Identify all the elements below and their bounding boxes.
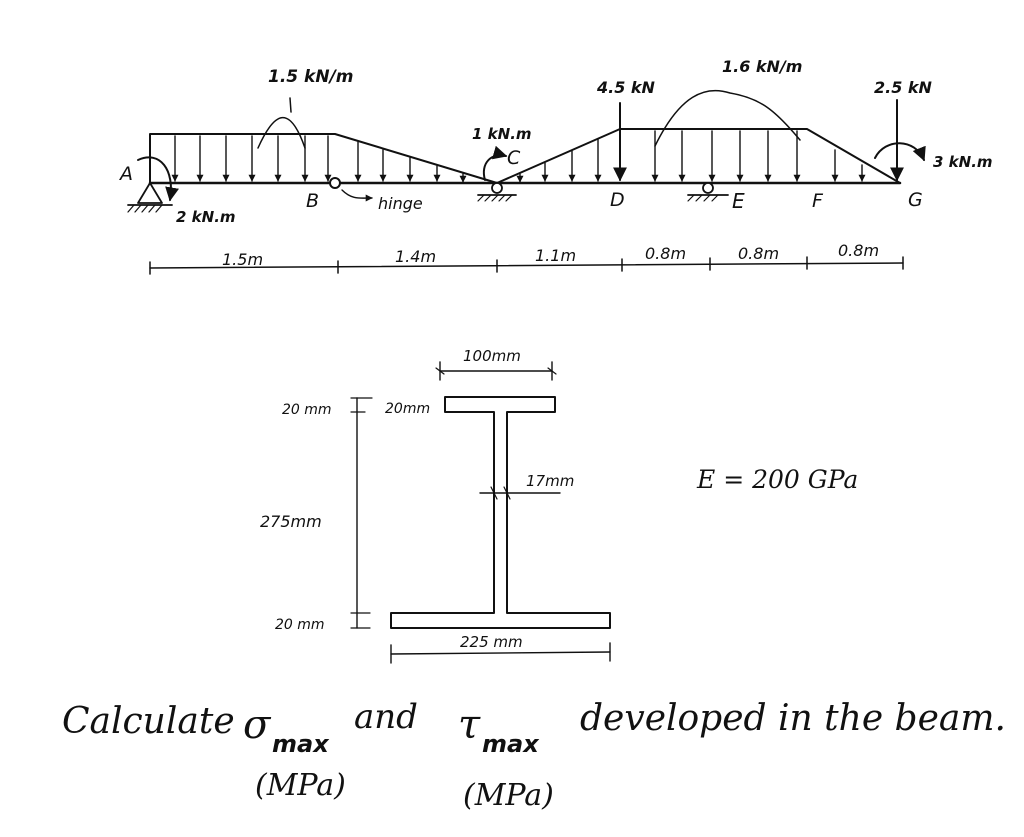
span-label-3: 1.1m: [535, 246, 576, 265]
span-label-2: 1.4m: [395, 247, 436, 266]
label-b: B: [306, 190, 319, 212]
i-section-outline: [390, 396, 611, 629]
top-flange-thk-right-label: 20mm: [385, 401, 430, 417]
moment-g-label: 3 kN.m: [933, 153, 993, 171]
question-sigma-symbol: σ: [243, 702, 272, 748]
support-c-roller: [477, 182, 517, 202]
support-e-roller: [687, 182, 729, 202]
moment-c-label: 1 kN.m: [472, 125, 532, 143]
moment-c-arrow: [482, 145, 508, 181]
load-callout-left-stem: [289, 97, 292, 113]
label-e: E: [732, 189, 745, 213]
label-g: G: [908, 189, 923, 211]
modulus-label: E = 200 GPa: [696, 465, 858, 494]
i-section-diagram: 100mm 20 mm 20mm 17mm 275mm 20 mm 225 mm: [260, 347, 611, 664]
unit-tau: (MPa): [463, 778, 554, 813]
question-sigma-subscript: max: [272, 730, 330, 758]
span-label-5: 0.8m: [738, 244, 779, 263]
label-d: D: [610, 189, 625, 211]
load-callout-left: [257, 116, 306, 149]
question-rest: developed in the beam.: [580, 698, 1006, 739]
moment-a-arrow: [137, 156, 179, 202]
distributed-load-left-arrows: [171, 135, 467, 183]
point-load-d-label: 4.5 kN: [596, 78, 656, 97]
distributed-load-right-outline: [496, 128, 901, 184]
bottom-width-label: 225 mm: [460, 633, 523, 651]
bottom-flange-thk-label: 20 mm: [275, 617, 325, 633]
beam-diagram: A B C D E F G 1.5 kN/m 1.6 kN/m 1 kN.m 4…: [118, 57, 993, 275]
label-a: A: [118, 163, 133, 185]
support-a-pin: [127, 182, 173, 213]
point-load-g-label: 2.5 kN: [874, 78, 933, 97]
span-label-4: 0.8m: [645, 244, 686, 263]
distributed-load-left-outline: [149, 133, 498, 184]
top-width-label: 100mm: [463, 347, 521, 365]
dim-bottom-width: [390, 651, 611, 655]
hinge-label: hinge: [378, 194, 423, 213]
load-callout-right: [654, 89, 801, 147]
dist-load-left-label: 1.5 kN/m: [268, 67, 354, 87]
distributed-load-right-arrows: [516, 130, 866, 183]
question-tau-subscript: max: [482, 730, 540, 758]
moment-a-label: 2 kN.m: [176, 208, 236, 226]
dist-load-right-label: 1.6 kN/m: [722, 57, 802, 76]
span-label-6: 0.8m: [838, 241, 879, 260]
web-height-label: 275mm: [260, 512, 322, 531]
question-text: Calculate σ max and τ max developed in t…: [62, 697, 1006, 813]
hinge-b: [329, 177, 341, 189]
span-dimension-line: [149, 256, 904, 275]
span-label-1: 1.5m: [222, 250, 263, 269]
web-thk-label: 17mm: [526, 472, 574, 490]
hinge-pointer: [341, 189, 373, 202]
top-flange-thk-left-label: 20 mm: [282, 402, 332, 418]
question-calculate: Calculate: [62, 701, 235, 742]
moment-g-arrow: [874, 142, 926, 162]
question-and: and: [354, 697, 418, 737]
label-c: C: [507, 147, 521, 169]
unit-sigma: (MPa): [255, 768, 346, 803]
label-f: F: [812, 190, 824, 212]
question-tau-symbol: τ: [458, 702, 481, 748]
